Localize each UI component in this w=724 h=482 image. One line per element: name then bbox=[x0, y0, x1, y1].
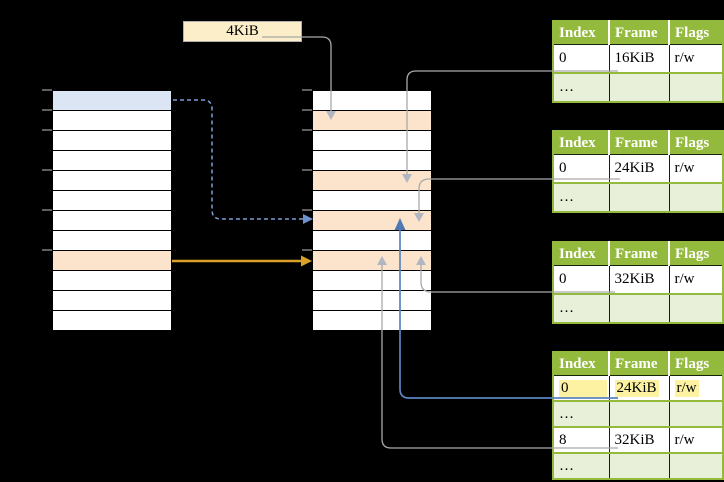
cell-index: … bbox=[553, 293, 610, 323]
col-header-frame: Frame bbox=[609, 352, 670, 376]
memory-row bbox=[53, 211, 171, 231]
cell-index: … bbox=[553, 400, 610, 427]
physical-frame-32kib bbox=[313, 251, 431, 271]
col-header-flags: Flags bbox=[669, 352, 723, 376]
cell-flags bbox=[669, 293, 723, 323]
cell-index: 8 bbox=[553, 426, 610, 453]
virtual-memory-column bbox=[52, 90, 172, 331]
table-row: 0 16KiB r/w bbox=[553, 44, 723, 73]
cell-frame bbox=[609, 452, 670, 479]
cell-index: … bbox=[553, 72, 610, 102]
page-table-3: Index Frame Flags 0 32KiB r/w … bbox=[552, 241, 724, 324]
memory-row bbox=[313, 311, 431, 330]
col-header-index: Index bbox=[553, 352, 610, 376]
col-header-index: Index bbox=[553, 131, 610, 155]
memory-row bbox=[53, 271, 171, 291]
table-row-ellipsis: … bbox=[553, 293, 723, 323]
cell-flags bbox=[669, 452, 723, 479]
col-header-frame: Frame bbox=[609, 21, 670, 45]
page-table-4: Index Frame Flags 0 24KiB r/w … 8 32KiB … bbox=[552, 351, 724, 480]
cell-index: 0 bbox=[553, 154, 610, 183]
cell-frame: 16KiB bbox=[609, 44, 670, 73]
page-table-2: Index Frame Flags 0 24KiB r/w … bbox=[552, 130, 724, 213]
memory-row bbox=[53, 151, 171, 171]
highlight: r/w bbox=[674, 379, 699, 397]
memory-row bbox=[53, 131, 171, 151]
memory-row bbox=[313, 131, 431, 151]
memory-row bbox=[313, 271, 431, 291]
memory-row bbox=[53, 231, 171, 251]
arrow-virtual-to-frame24-dashed bbox=[173, 99, 313, 224]
memory-row bbox=[53, 191, 171, 211]
memory-row bbox=[53, 171, 171, 191]
cell-flags: r/w bbox=[669, 265, 723, 294]
page-size-label: 4KiB bbox=[226, 23, 259, 39]
arrow-virtual-to-frame32-orange bbox=[172, 255, 312, 267]
physical-frame-24kib bbox=[313, 211, 431, 231]
cell-flags: r/w bbox=[669, 154, 723, 183]
memory-row bbox=[313, 231, 431, 251]
table-row-highlighted: 0 24KiB r/w bbox=[553, 375, 723, 401]
cell-flags bbox=[669, 182, 723, 212]
col-header-flags: Flags bbox=[669, 242, 723, 266]
cell-frame: 24KiB bbox=[609, 154, 670, 183]
highlight: 24KiB bbox=[614, 379, 659, 397]
cell-flags: r/w bbox=[669, 375, 723, 401]
cell-frame bbox=[609, 400, 670, 427]
cell-index: 0 bbox=[553, 265, 610, 294]
physical-memory-column bbox=[312, 90, 432, 331]
memory-row bbox=[313, 91, 431, 111]
page-table-1: Index Frame Flags 0 16KiB r/w … bbox=[552, 20, 724, 103]
arrow-right-icon bbox=[301, 255, 312, 267]
physical-frame-16kib bbox=[313, 171, 431, 191]
virtual-page-row-blue bbox=[53, 91, 171, 111]
table-row-ellipsis: … bbox=[553, 72, 723, 102]
virtual-address-ticks bbox=[42, 89, 52, 251]
cell-flags: r/w bbox=[669, 44, 723, 73]
table-row-ellipsis: … bbox=[553, 182, 723, 212]
cell-frame bbox=[609, 293, 670, 323]
col-header-frame: Frame bbox=[609, 242, 670, 266]
virtual-page-row-orange bbox=[53, 251, 171, 271]
memory-row bbox=[313, 291, 431, 311]
highlight: 0 bbox=[559, 379, 607, 397]
cell-index: … bbox=[553, 182, 610, 212]
cell-frame bbox=[609, 72, 670, 102]
col-header-flags: Flags bbox=[669, 21, 723, 45]
col-header-frame: Frame bbox=[609, 131, 670, 155]
page-size-label-box: 4KiB bbox=[183, 21, 302, 42]
cell-flags bbox=[669, 72, 723, 102]
cell-frame bbox=[609, 182, 670, 212]
cell-frame: 24KiB bbox=[609, 375, 670, 401]
memory-row bbox=[313, 191, 431, 211]
col-header-index: Index bbox=[553, 21, 610, 45]
cell-frame: 32KiB bbox=[609, 265, 670, 294]
cell-index: 0 bbox=[553, 44, 610, 73]
memory-row bbox=[313, 151, 431, 171]
table-row-ellipsis: … bbox=[553, 400, 723, 427]
physical-address-ticks bbox=[302, 89, 312, 251]
physical-frame-4kib bbox=[313, 111, 431, 131]
table-row: 0 32KiB r/w bbox=[553, 265, 723, 294]
memory-row bbox=[53, 291, 171, 311]
col-header-flags: Flags bbox=[669, 131, 723, 155]
memory-row bbox=[53, 311, 171, 330]
table-row: 8 32KiB r/w bbox=[553, 426, 723, 453]
col-header-index: Index bbox=[553, 242, 610, 266]
cell-flags bbox=[669, 400, 723, 427]
cell-flags: r/w bbox=[669, 426, 723, 453]
cell-index: … bbox=[553, 452, 610, 479]
memory-row bbox=[53, 111, 171, 131]
table-row: 0 24KiB r/w bbox=[553, 154, 723, 183]
table-row-ellipsis: … bbox=[553, 452, 723, 479]
cell-index: 0 bbox=[553, 375, 610, 401]
cell-frame: 32KiB bbox=[609, 426, 670, 453]
